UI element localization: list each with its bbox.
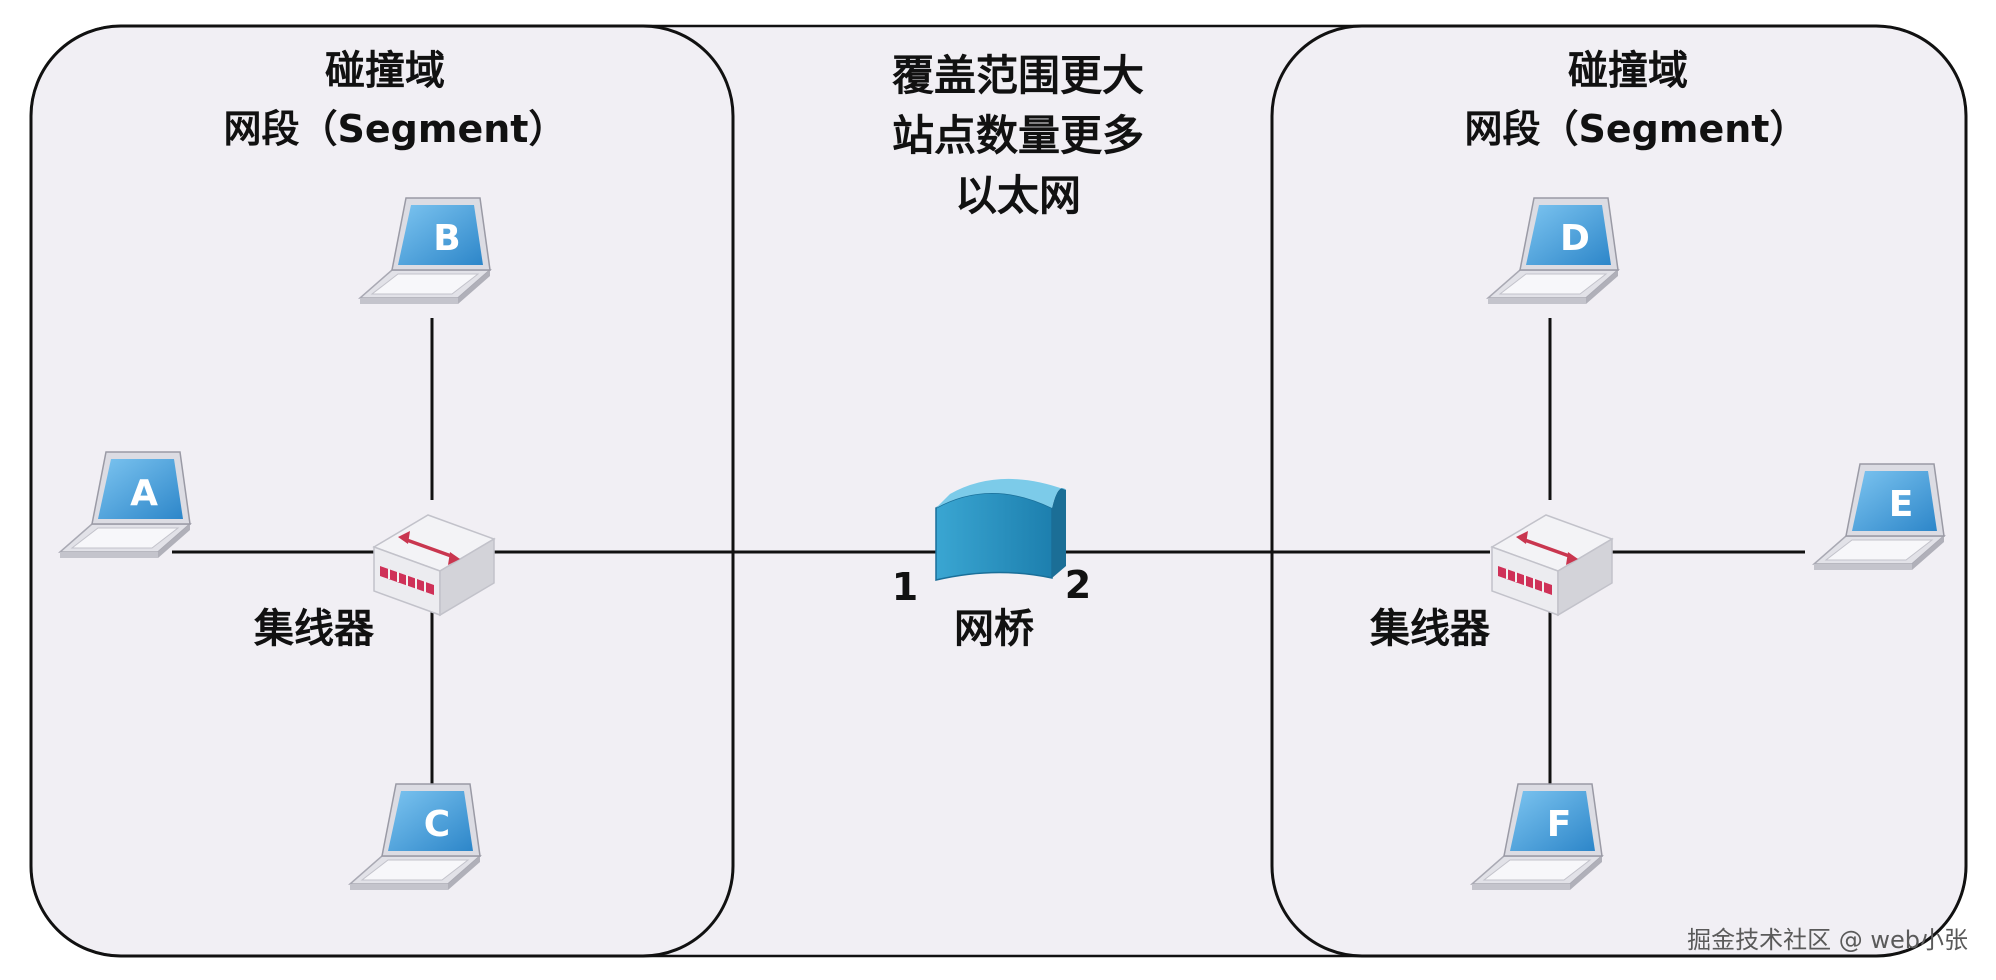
center-title-line3: 以太网	[955, 171, 1081, 220]
host-d: D	[1487, 197, 1619, 305]
bridge-icon	[935, 478, 1066, 581]
right-hub-label: 集线器	[1369, 606, 1491, 652]
network-links	[172, 318, 1805, 786]
bridge-label: 网桥	[954, 606, 1034, 652]
watermark: 掘金技术社区 @ web小张	[1687, 926, 1968, 954]
bridge-port-1: 1	[892, 565, 918, 609]
host-c-label: C	[424, 804, 450, 845]
host-a: A	[59, 451, 191, 559]
host-b: B	[359, 197, 491, 305]
host-b-label: B	[433, 218, 460, 259]
left-collision-domain-title: 碰撞域	[325, 48, 445, 94]
host-e-label: E	[1889, 484, 1914, 525]
host-e: E	[1813, 463, 1945, 571]
host-a-label: A	[130, 473, 158, 514]
center-title-line2: 站点数量更多	[892, 111, 1144, 160]
host-f-label: F	[1547, 804, 1572, 845]
center-title-line1: 覆盖范围更大	[892, 51, 1144, 100]
left-segment-subtitle: 网段（Segment）	[224, 107, 567, 151]
right-collision-domain-title: 碰撞域	[1568, 48, 1688, 94]
bridge-port-2: 2	[1065, 563, 1091, 607]
host-d-label: D	[1560, 218, 1590, 259]
host-f: F	[1471, 783, 1603, 891]
right-segment-subtitle: 网段（Segment）	[1465, 107, 1808, 151]
right-collision-domain	[1270, 24, 1968, 958]
left-hub-label: 集线器	[253, 606, 375, 652]
left-collision-domain	[29, 24, 735, 958]
host-c: C	[349, 783, 481, 891]
